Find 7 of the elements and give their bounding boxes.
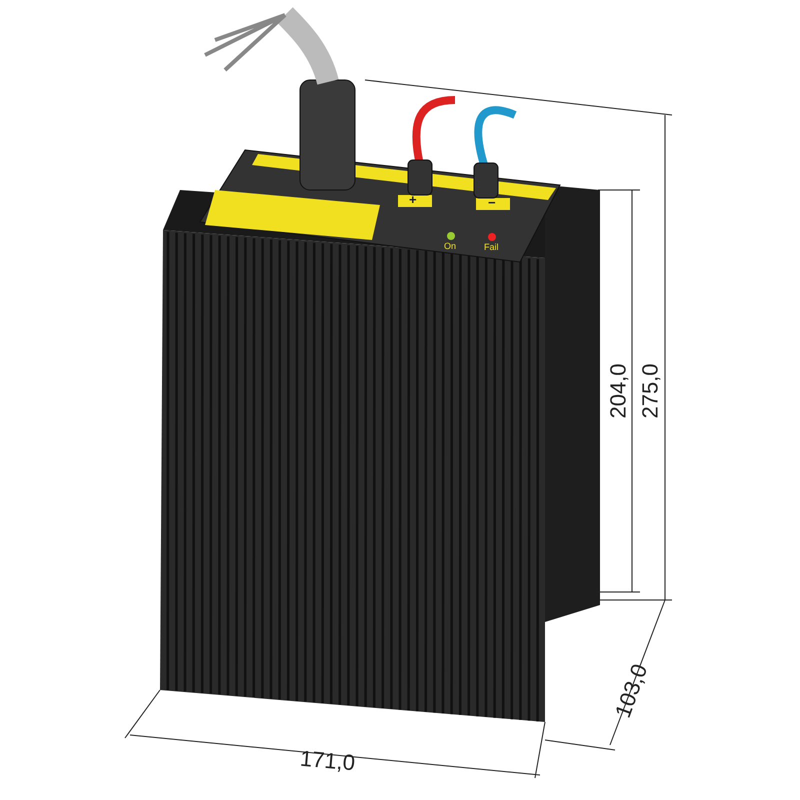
dimension-value: 275,0 — [640, 363, 662, 419]
terminal-sign: − — [488, 196, 496, 209]
terminal-sign: + — [409, 193, 417, 206]
indicator-label: On — [444, 242, 456, 251]
dimension-value: 103,0 — [612, 661, 652, 721]
indicator-label: Fail — [484, 243, 499, 252]
dimension-value: 204,0 — [608, 363, 630, 419]
